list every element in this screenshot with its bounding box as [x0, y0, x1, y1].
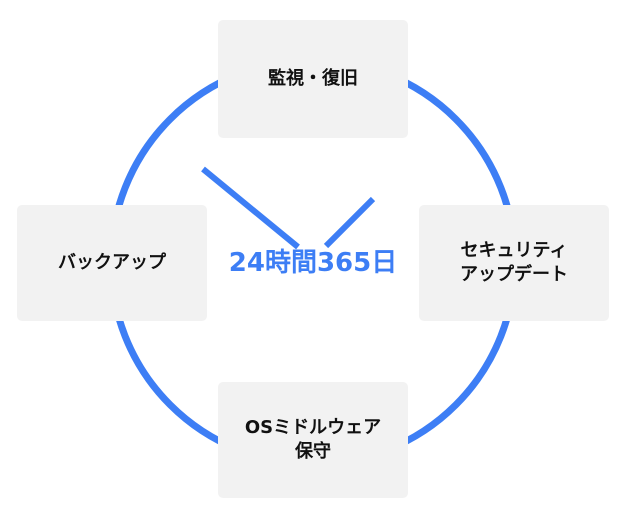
- center-label: 24時間365日: [228, 248, 398, 278]
- node-monitoring-recovery: 監視・復旧: [218, 20, 408, 138]
- clock-hand-hour: [201, 166, 300, 250]
- node-backup: バックアップ: [17, 205, 207, 321]
- node-security-update: セキュリティ アップデート: [419, 205, 609, 321]
- node-os-middleware-maintenance: OSミドルウェア 保守: [218, 382, 408, 498]
- node-label: バックアップ: [58, 252, 166, 273]
- node-label: セキュリティ アップデート: [460, 240, 568, 285]
- clock-hand-minute: [323, 196, 376, 249]
- node-label: 監視・復旧: [268, 68, 358, 89]
- node-label: OSミドルウェア 保守: [244, 417, 382, 462]
